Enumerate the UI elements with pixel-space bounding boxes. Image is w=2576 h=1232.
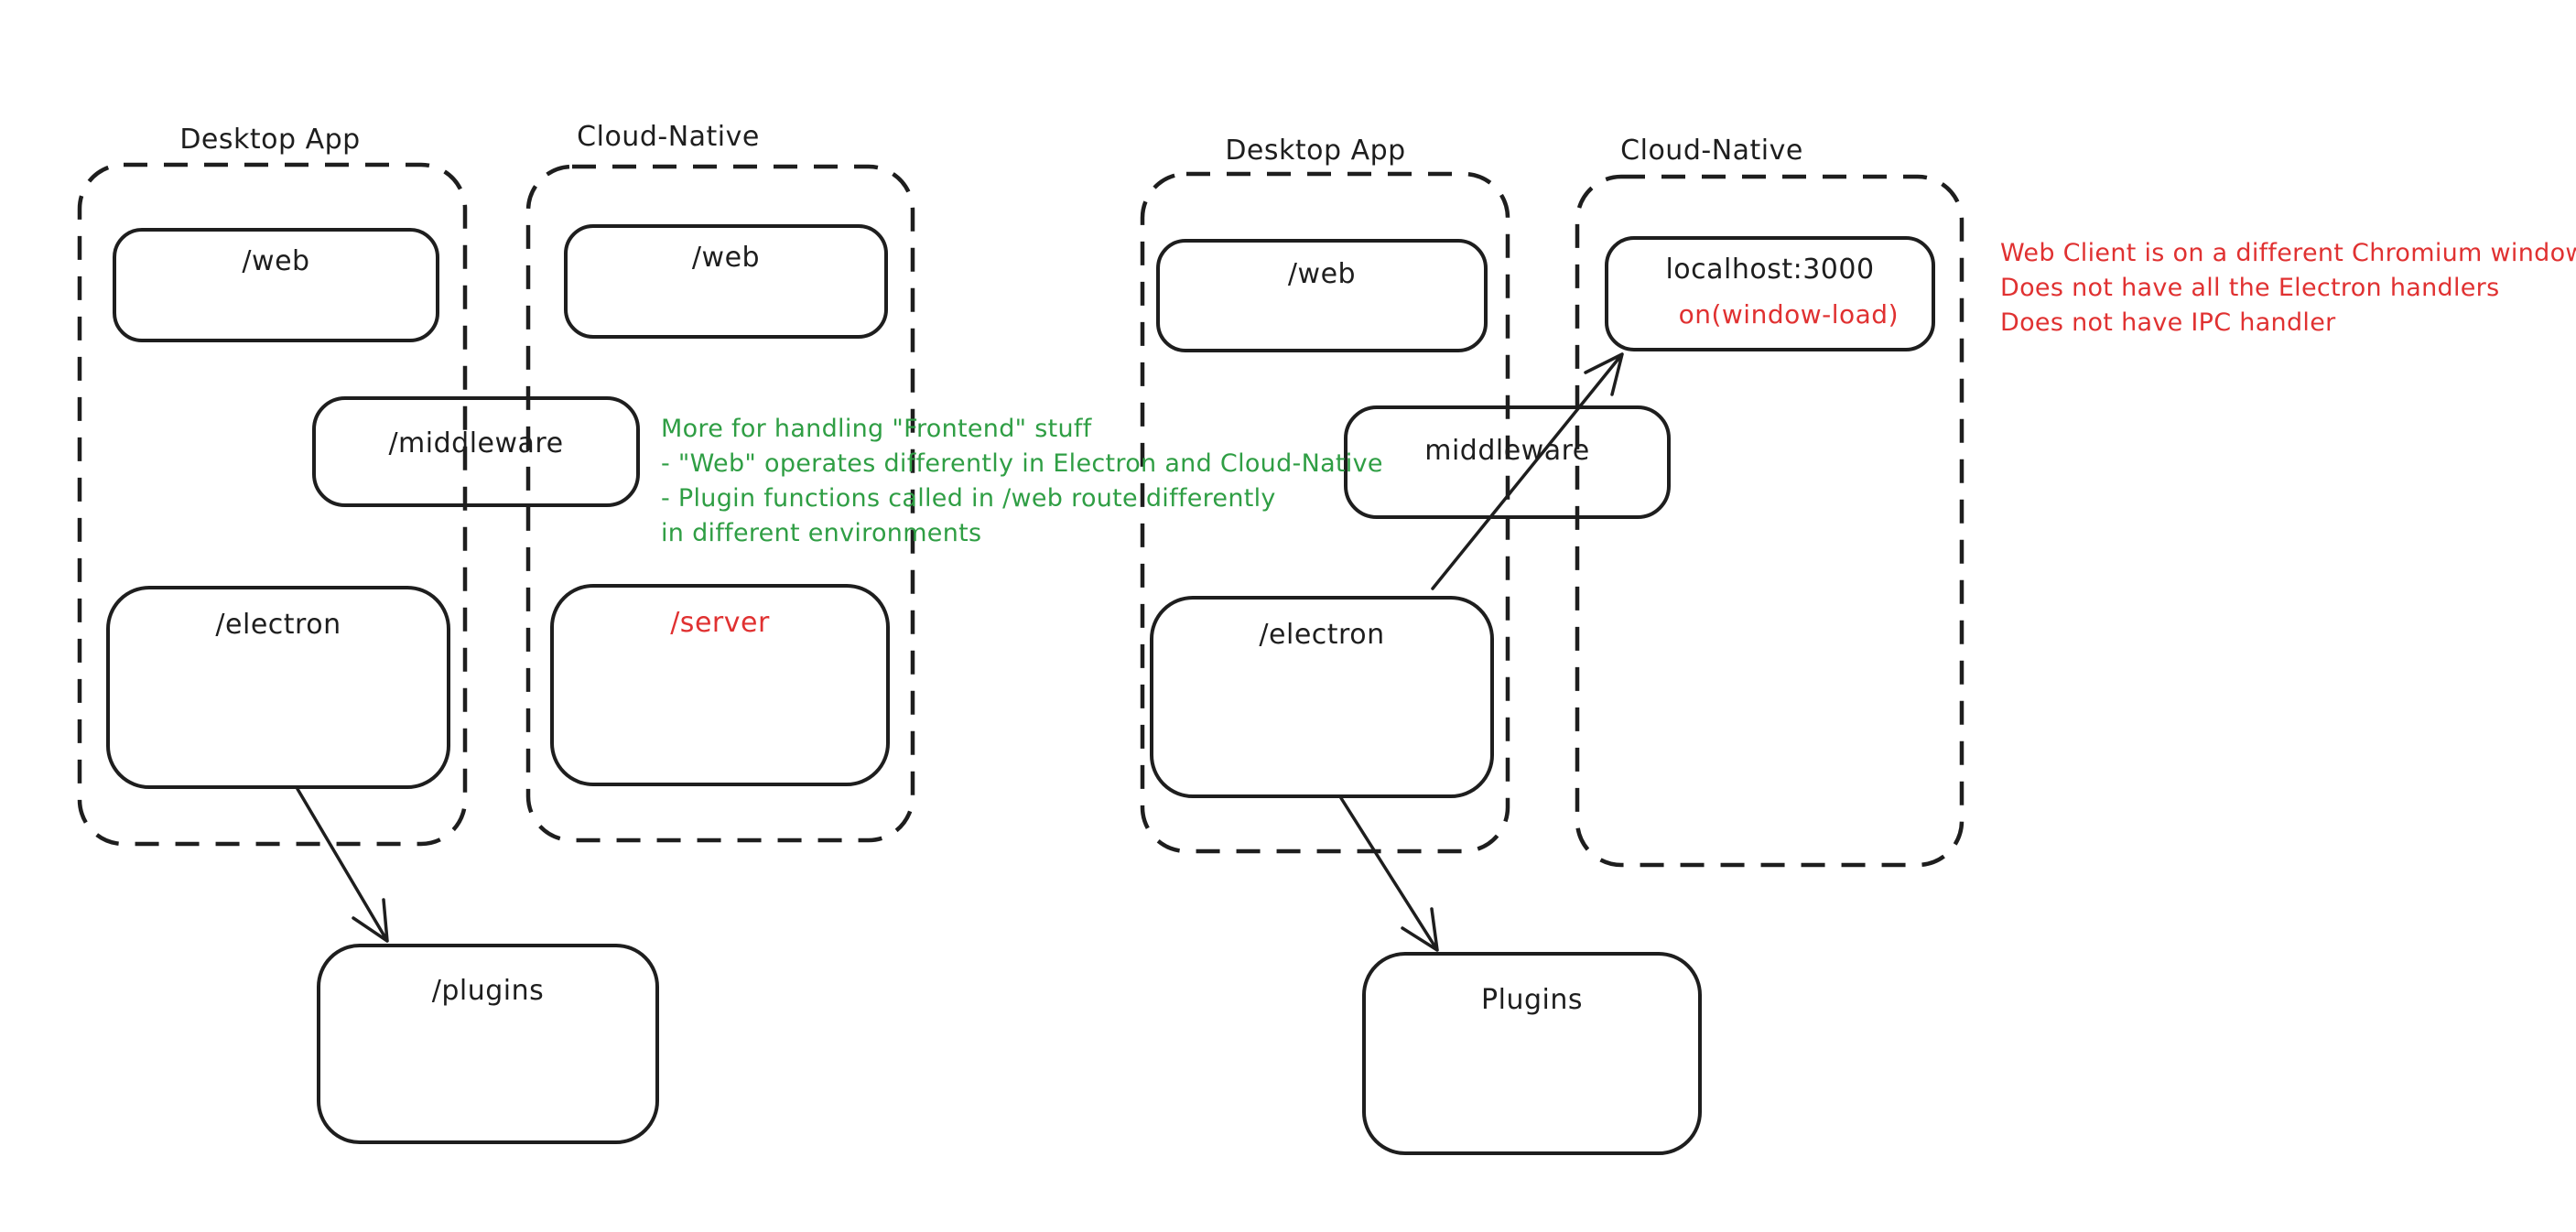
right-electron-to-plugins-arrow[interactable]: [1339, 796, 1439, 952]
right-desktop-app-label[interactable]: Desktop App: [1225, 135, 1406, 167]
right-window-load-label[interactable]: on(window-load): [1678, 299, 1899, 330]
left-electron-box-label[interactable]: /electron: [215, 609, 341, 641]
green-note-line-2: - "Web" operates differently in Electron…: [661, 449, 1383, 478]
left-web-desktop-box-label[interactable]: /web: [242, 245, 310, 277]
left-desktop-app-label[interactable]: Desktop App: [179, 124, 361, 156]
right-web-box-label[interactable]: /web: [1287, 258, 1357, 290]
right-plugins-box[interactable]: [1362, 952, 1702, 1155]
right-middleware-box-label[interactable]: middleware: [1424, 435, 1590, 467]
right-cloud-native-label[interactable]: Cloud-Native: [1620, 135, 1803, 167]
right-web-box[interactable]: [1156, 239, 1488, 352]
left-web-cloud-box-label[interactable]: /web: [691, 242, 761, 274]
right-middleware-box[interactable]: [1344, 405, 1671, 519]
left-middleware-box-label[interactable]: /middleware: [388, 427, 564, 459]
green-note-line-4: in different environments: [661, 519, 982, 547]
red-note-line-1: Web Client is on a different Chromium wi…: [2000, 239, 2576, 267]
left-web-cloud-box[interactable]: [564, 224, 888, 339]
left-plugins-box-label[interactable]: /plugins: [431, 975, 545, 1007]
left-cloud-native-container[interactable]: [525, 164, 915, 843]
left-electron-to-plugins-arrow[interactable]: [296, 787, 389, 943]
right-localhost-box-label[interactable]: localhost:3000: [1665, 254, 1875, 286]
right-electron-box[interactable]: [1150, 596, 1494, 798]
right-electron-box-label[interactable]: /electron: [1259, 619, 1385, 651]
red-note-line-3: Does not have IPC handler: [2000, 308, 2336, 337]
left-cloud-native-label[interactable]: Cloud-Native: [577, 121, 760, 153]
left-plugins-box[interactable]: [317, 944, 659, 1144]
red-note-line-2: Does not have all the Electron handlers: [2000, 274, 2500, 302]
left-electron-box[interactable]: [106, 586, 450, 789]
left-server-box[interactable]: [550, 584, 890, 786]
green-note[interactable]: More for handling "Frontend" stuff - "We…: [661, 412, 1383, 551]
right-desktop-app-container[interactable]: [1140, 171, 1510, 854]
right-electron-to-localhost-arrow[interactable]: [1431, 352, 1624, 590]
right-plugins-box-label[interactable]: Plugins: [1481, 984, 1583, 1016]
left-server-box-label[interactable]: /server: [670, 607, 770, 639]
green-note-line-3: - Plugin functions called in /web route …: [661, 484, 1276, 513]
right-cloud-native-container[interactable]: [1575, 174, 1964, 868]
left-middleware-box[interactable]: [312, 396, 640, 507]
right-localhost-box[interactable]: [1605, 236, 1935, 351]
red-note[interactable]: Web Client is on a different Chromium wi…: [2000, 236, 2576, 340]
green-note-line-1: More for handling "Frontend" stuff: [661, 415, 1092, 443]
left-web-desktop-box[interactable]: [113, 228, 439, 342]
